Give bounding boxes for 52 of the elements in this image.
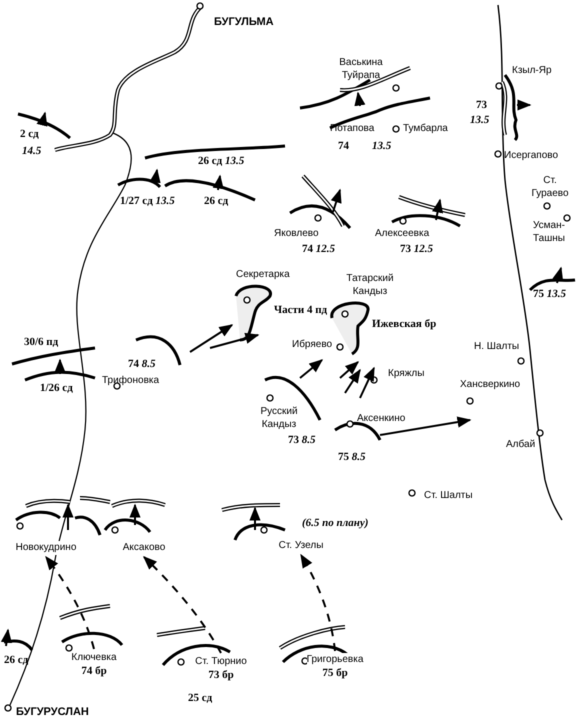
unit-label: 73 (476, 99, 487, 112)
village-label: Русский Кандыз (259, 405, 299, 431)
unit-label: 26 сд (4, 654, 28, 667)
village-label: Ст. Шалты (424, 489, 473, 502)
time-label: 13.5 (372, 140, 392, 153)
unit-label: 75 8.5 (338, 451, 366, 464)
unit-label: 74 (338, 140, 349, 153)
village-label: Исергапово (504, 149, 558, 162)
town-label: БУГУРУСЛАН (16, 706, 89, 719)
village-label: Григорьевка (306, 653, 364, 667)
note: (6.5 по плану) (302, 517, 368, 530)
unit-label: 74 бр (81, 665, 107, 678)
unit-label: 75 13.5 (533, 288, 566, 301)
time-label: 14.5 (22, 145, 42, 158)
village-label: Хансверкино (460, 378, 520, 391)
town-label: БУГУЛЬМА (214, 16, 274, 29)
village-label: Ибряево (292, 338, 332, 351)
village-label: Яковлево (274, 227, 319, 240)
unit-label: 26 сд (204, 195, 228, 208)
village-label: Ст. Гураево (530, 174, 570, 200)
unit-label: 2 сд (20, 128, 39, 141)
village-label: Албай (506, 438, 536, 451)
unit-label: 74 12.5 (302, 243, 335, 256)
village-label: Усман-Ташны (532, 219, 566, 245)
unit-label: 75 бр (322, 667, 348, 680)
village-label: Н. Шалты (474, 340, 520, 353)
village-label: Кзыл-Яр (512, 64, 552, 77)
village-label: Татарский Кандыз (345, 272, 395, 298)
dashed-arrow (300, 554, 336, 652)
village-label: Алексеевка (375, 227, 430, 240)
unit-label: 25 сд (188, 692, 212, 705)
unit-label: 26 сд 13.5 (198, 155, 244, 168)
unit-label: 30/6 пд (24, 336, 58, 349)
village-label: Ст. Тюрнио (195, 655, 247, 669)
dashed-arrow (45, 556, 95, 650)
unit-label: Части 4 пд (274, 304, 328, 317)
village-label: Трифоновка (102, 374, 160, 387)
time-label: 13.5 (470, 114, 490, 127)
unit-label: Ижевская бр (372, 318, 436, 331)
unit-label: 73 бр (208, 669, 234, 682)
village-label: Аксенкино (357, 412, 406, 425)
village-label: Новокудрино (16, 541, 76, 555)
unit-label: 73 8.5 (288, 434, 316, 447)
unit-label: 74 8.5 (128, 358, 156, 371)
unit-label: 1/26 сд (40, 382, 73, 395)
village-label: Секретарка (236, 268, 290, 281)
village-label: Кряжлы (388, 367, 424, 380)
village-label: Тумбарла (403, 122, 448, 135)
unit-label: 1/27 сд 13.5 (120, 195, 175, 208)
unit-label: 73 12.5 (400, 243, 433, 256)
dashed-arrow (143, 556, 222, 654)
village-label: Васькина Туйрапа (338, 56, 384, 82)
